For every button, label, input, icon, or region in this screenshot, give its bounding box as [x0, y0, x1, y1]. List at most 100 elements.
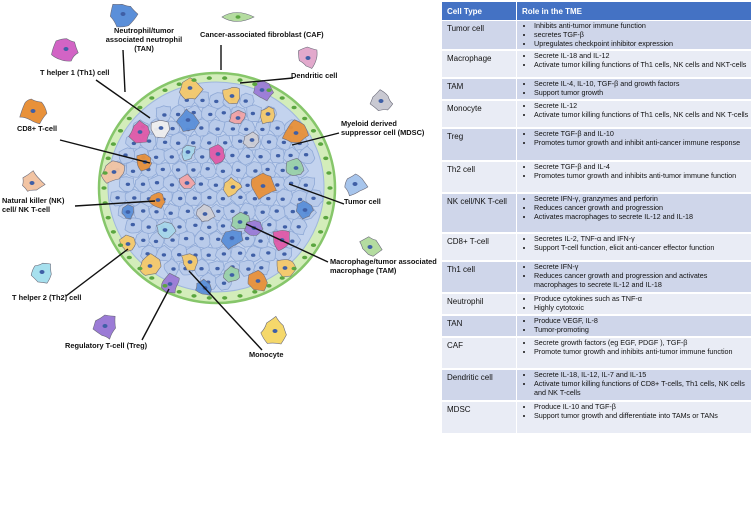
nucleus [193, 223, 198, 227]
role-item: Support T-cell function, elicit anti-can… [534, 243, 749, 253]
stroma-nucleus [266, 88, 272, 92]
stroma-nucleus [237, 78, 243, 82]
role-list: Produce cytokines such as TNF-αHighly cy… [521, 295, 749, 313]
nucleus [154, 210, 159, 214]
nucleus [266, 140, 272, 144]
table-row: TANProduce VEGF, IL-8Tumor-promoting [441, 314, 752, 339]
role-item: Produce cytokines such as TNF-α [534, 295, 749, 304]
role-item: Activate tumor killing functions of CD8+… [534, 379, 749, 398]
cell-type: Macrophage [441, 49, 517, 80]
nucleus [155, 198, 161, 202]
nucleus [198, 182, 204, 186]
nucleus [238, 139, 243, 143]
role-item: Secrete growth factors (eg EGF, PDGF ), … [534, 339, 749, 348]
nucleus [259, 266, 264, 270]
nucleus [293, 131, 299, 135]
nucleus [223, 141, 228, 145]
nucleus [302, 208, 308, 212]
stroma-nucleus [191, 78, 197, 82]
leader-line [288, 183, 345, 205]
nucleus [253, 169, 258, 173]
nucleus [259, 88, 265, 92]
table-row: NeutrophilProduce cytokines such as TNF-… [441, 292, 752, 317]
nucleus [170, 126, 175, 131]
cell-roles: Secrete growth factors (eg EGF, PDGF ), … [516, 336, 752, 371]
cell-type: CAF [441, 336, 517, 371]
role-list: Secrete IL-12Activate tumor killing func… [521, 102, 749, 120]
nucleus [192, 196, 197, 200]
nucleus [282, 252, 287, 256]
nucleus [282, 266, 288, 270]
stroma-nucleus [252, 290, 258, 294]
stroma-nucleus [222, 76, 228, 80]
nucleus [275, 126, 280, 130]
nucleus [170, 238, 175, 242]
nucleus [265, 112, 271, 116]
stroma-nucleus [191, 294, 197, 298]
nucleus [367, 245, 373, 249]
nucleus [246, 267, 251, 271]
nucleus [303, 153, 309, 157]
nucleus [272, 329, 278, 333]
role-item: Produce IL-10 and TGF-β [534, 403, 749, 412]
stroma-nucleus [206, 296, 212, 300]
cell-roles: Secrete TGF-β and IL-10Promotes tumor gr… [516, 127, 752, 163]
nucleus [153, 155, 159, 159]
cell-type: Treg [441, 127, 517, 163]
nucleus [281, 140, 287, 145]
cell-role-table: Cell Type Role in the TME Tumor cellInhi… [441, 1, 752, 436]
role-item: Activates macrophages to secrete IL-12 a… [534, 212, 749, 222]
cell-roles: Produce IL-10 and TGF-βSupport tumor gro… [516, 400, 752, 436]
nucleus [230, 209, 235, 213]
cell-type: CD8+ T-cell [441, 232, 517, 263]
stroma-nucleus [162, 88, 168, 92]
table-row: Th2 cellSecrete TGF-β and IL-4Promotes t… [441, 160, 752, 195]
stroma-nucleus [323, 156, 329, 161]
role-list: Secrete TGF-β and IL-4Promotes tumor gro… [521, 163, 749, 181]
stroma-nucleus [222, 296, 228, 300]
leader-line [239, 77, 294, 84]
table-row: Tumor cellInhibits anti-tumor immune fun… [441, 20, 752, 52]
nucleus [207, 225, 212, 229]
stroma-nucleus [326, 201, 332, 205]
stroma-nucleus [318, 230, 324, 234]
cell-type: TAM [441, 77, 517, 102]
nucleus [229, 273, 235, 277]
nucleus [208, 112, 213, 117]
stroma-nucleus [302, 116, 308, 121]
label-mdsc: Myeloid derived suppressor cell (MDSC) [341, 119, 425, 137]
role-item: Activate tumor killing functions of Th1 … [534, 60, 749, 70]
nucleus [137, 130, 143, 134]
nucleus [161, 253, 167, 257]
role-item: Secrete TGF-β and IL-4 [534, 163, 749, 172]
label-monocyte: Monocyte [249, 350, 284, 359]
nucleus [230, 153, 235, 158]
stroma-nucleus [149, 96, 155, 100]
nucleus [141, 209, 146, 213]
cell-roles: Secretes IL-2, TNF-α and IFN-γSupport T-… [516, 232, 752, 263]
nucleus [146, 139, 152, 143]
label-macrophage: Macrophage/tumor associated macrophage (… [330, 257, 437, 275]
nucleus [282, 225, 288, 229]
nucleus [221, 252, 227, 256]
nucleus [140, 182, 146, 186]
table-body: Tumor cellInhibits anti-tumor immune fun… [441, 20, 752, 436]
nucleus [216, 209, 221, 213]
nucleus [141, 238, 146, 242]
stroma-nucleus [302, 255, 308, 260]
nucleus [125, 242, 131, 246]
cell-roles: Produce cytokines such as TNF-αHighly cy… [516, 292, 752, 317]
nucleus [260, 184, 266, 188]
header-cell-type: Cell Type [441, 1, 517, 21]
cell-type: Neutrophil [441, 292, 517, 317]
nucleus [146, 225, 151, 229]
cell-type: Th1 cell [441, 260, 517, 295]
stroma-nucleus [176, 290, 182, 294]
label-caf: Cancer-associated fibroblast (CAF) [200, 30, 324, 39]
nucleus [147, 264, 153, 268]
nucleus [199, 236, 204, 241]
leader-line [65, 248, 129, 297]
nucleus [175, 168, 181, 172]
nucleus [205, 167, 210, 171]
nucleus [258, 239, 263, 243]
